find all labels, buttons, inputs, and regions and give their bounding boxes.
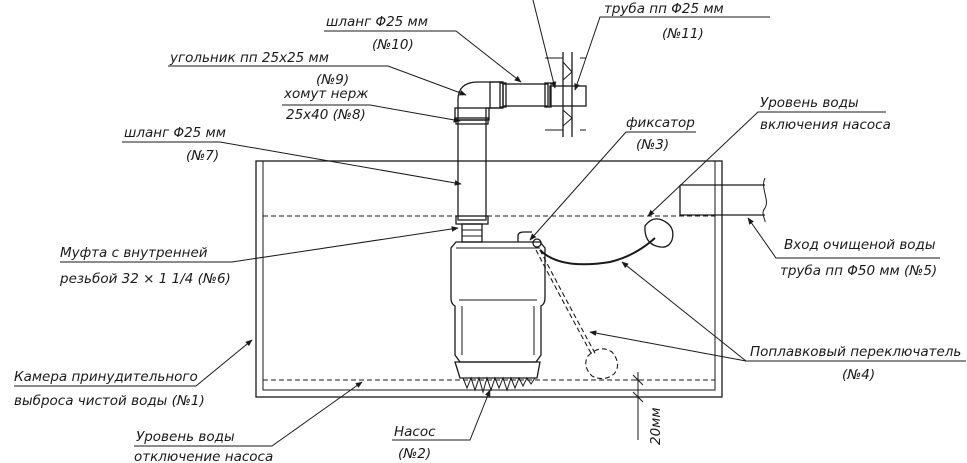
label-elbow: угольник пп 25х25 мм [169, 50, 329, 66]
label-chamber-title: Камера принудительного [14, 369, 198, 385]
label-pump-number: (№2) [398, 446, 431, 462]
label-level-on-title: Уровень воды [760, 95, 859, 111]
label-pump: Насос [394, 424, 436, 440]
label-float-switch-number: (№4) [842, 367, 875, 383]
label-hose-left: шланг Φ25 мм [124, 125, 226, 141]
label-level-off-subtitle: отключение насоса [134, 449, 273, 463]
inlet-pipe [679, 177, 767, 223]
label-pipe-top: труба пп Φ25 мм [604, 1, 724, 17]
label-inlet-title: Вход очищеной воды [784, 237, 936, 253]
labels: шланг Φ25 мм (№10) труба пп Φ25 мм (№11)… [14, 1, 961, 463]
label-coupling-title: Муфта с внутренней [60, 245, 208, 261]
elbow-fitting [454, 81, 504, 121]
label-fixator-number: (№3) [636, 137, 669, 153]
label-hose-left-number: (№7) [186, 148, 219, 164]
label-clamp-size: 25х40 (№8) [286, 107, 366, 123]
hose-top [499, 82, 552, 108]
label-level-on-subtitle: включения насоса [760, 117, 891, 133]
label-dimension: 20мм [648, 407, 664, 445]
label-float-switch: Поплавковый переключатель [750, 344, 961, 360]
outlet-pipe [545, 52, 587, 137]
hose-vertical [455, 117, 489, 225]
label-pipe-top-number: (№11) [662, 26, 704, 42]
pump-body [450, 231, 546, 394]
label-inlet-pipe: труба пп Φ50 мм (№5) [780, 263, 937, 279]
label-level-off-title: Уровень воды [136, 429, 235, 445]
label-hose-top-number: (№10) [372, 37, 414, 53]
dimension-20mm [632, 372, 644, 440]
label-fixator: фиксатор [626, 115, 695, 131]
label-elbow-number: (№9) [316, 72, 349, 88]
leader-lines [14, 0, 966, 447]
label-clamp: хомут нерж [283, 86, 369, 102]
float-switch [532, 218, 674, 380]
label-hose-top: шланг Φ25 мм [326, 14, 428, 30]
label-chamber-subtitle: выброса чистой воды (№1) [14, 393, 205, 409]
label-coupling-thread: резьбой 32 × 1 1/4 (№6) [59, 271, 231, 287]
coupling [461, 223, 483, 243]
